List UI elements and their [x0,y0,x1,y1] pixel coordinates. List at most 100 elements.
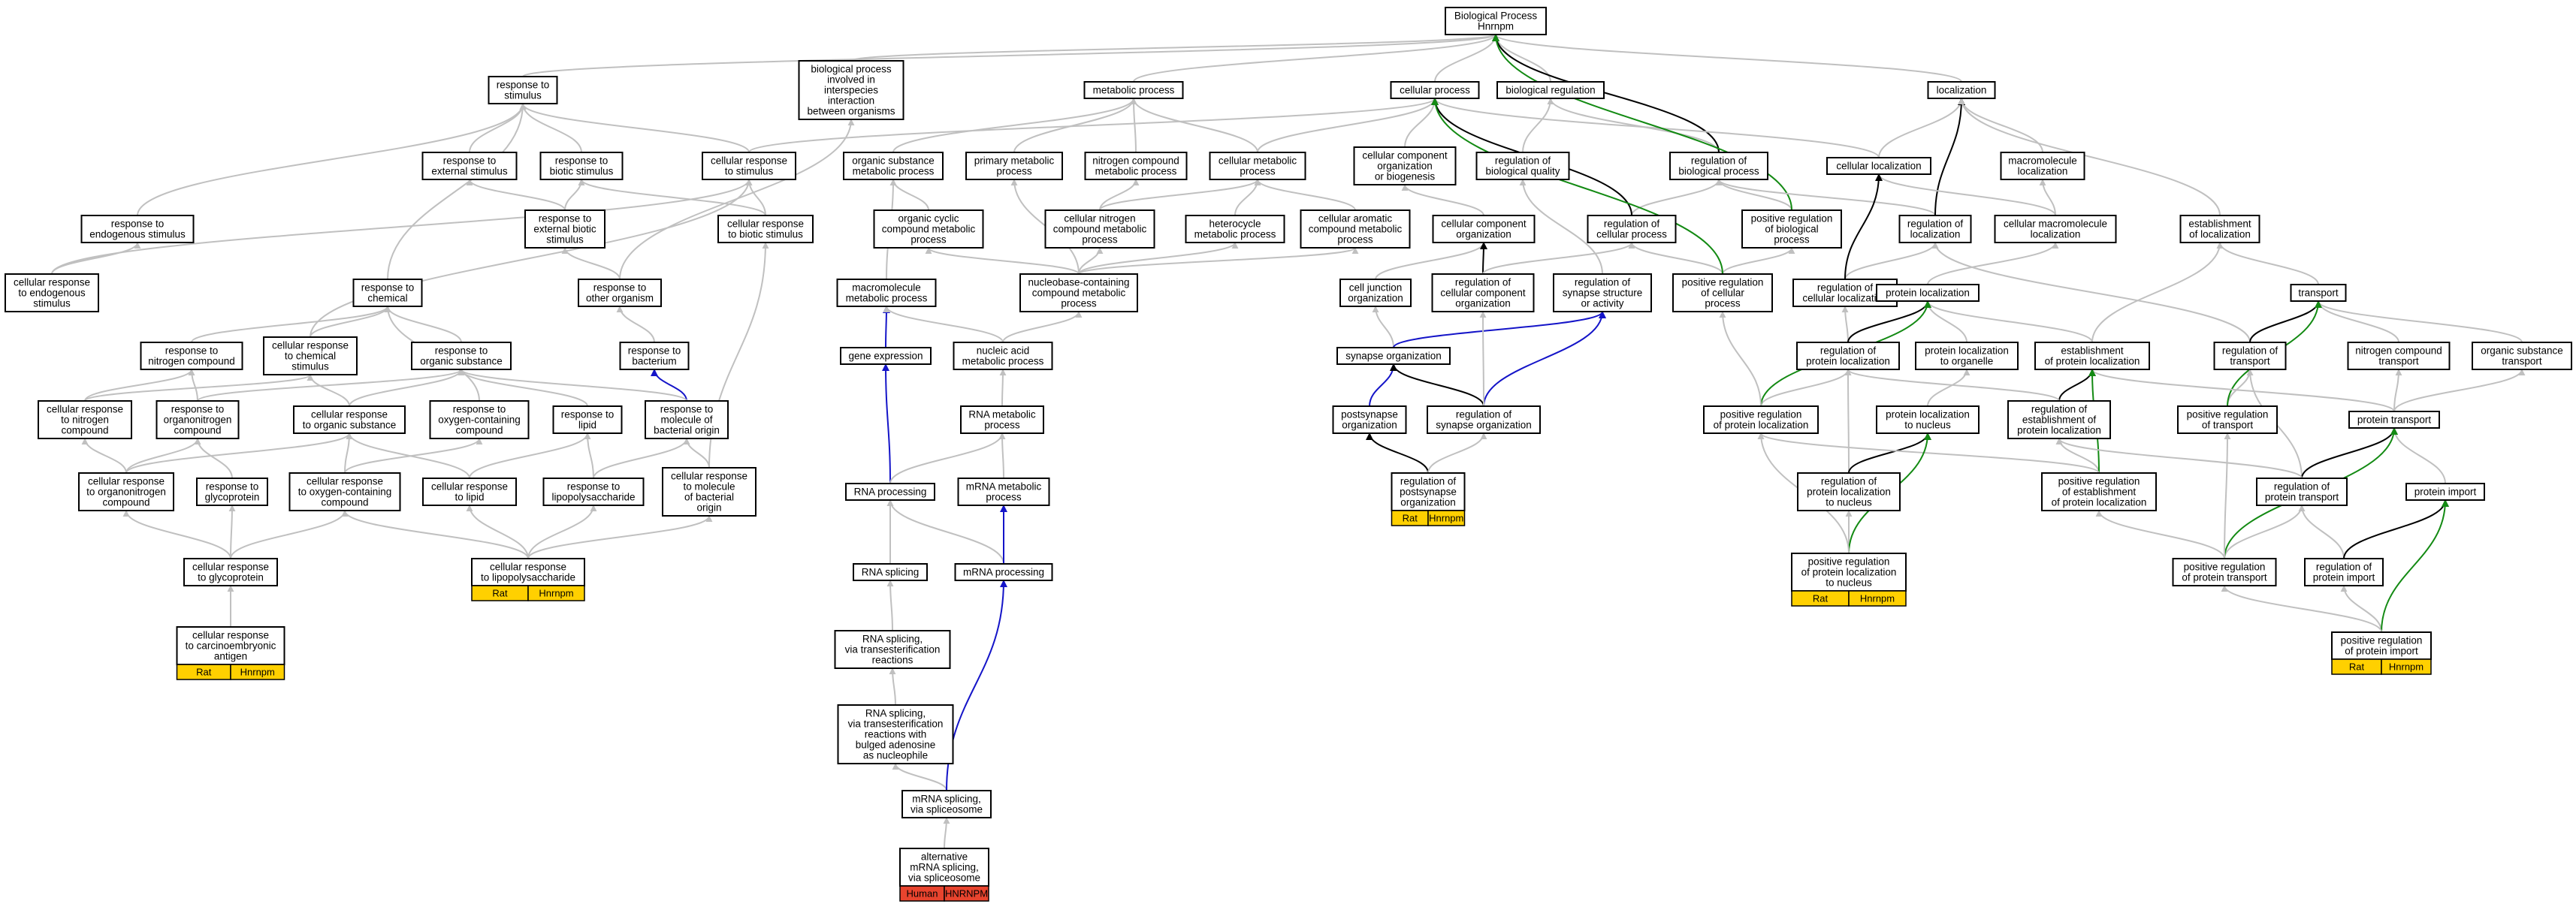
go-term-protimport[interactable]: protein import [2405,483,2485,501]
go-term-prottrans[interactable]: protein transport [2348,411,2440,429]
go-term-rnaproc[interactable]: RNA processing [845,483,935,501]
edge-part-of-mrnasplice-to-mrnaproc [946,580,1007,791]
go-term-rnast[interactable]: RNA splicing,via transesterificationreac… [834,630,951,669]
go-term-mrnasplice[interactable]: mRNA splicing,via spliceosome [901,790,992,818]
go-term-cellproc[interactable]: cellular process [1390,81,1480,99]
go-term-mrnaproc[interactable]: mRNA processing [954,563,1053,581]
go-term-rnasplice[interactable]: RNA splicing [853,563,928,581]
go-term-local[interactable]: localization [1927,81,1996,99]
term-label-line: response to [435,345,488,357]
term-box [953,342,1053,370]
go-term-cellloc[interactable]: cellular localization [1826,157,1931,175]
go-term-geneexp[interactable]: gene expression [840,347,932,365]
go-term-transport[interactable]: transport [2290,284,2347,302]
go-term-metab[interactable]: metabolic process [1083,81,1184,99]
go-term-bioreg[interactable]: biological regulation [1496,81,1605,99]
go-term-protloc[interactable]: protein localization [1876,284,1980,302]
go-term-synorg[interactable]: synapse organization [1336,347,1451,365]
go-term-rnastba[interactable]: RNA splicing,via transesterificationreac… [837,704,954,764]
term-label-line: transport [2502,356,2542,367]
